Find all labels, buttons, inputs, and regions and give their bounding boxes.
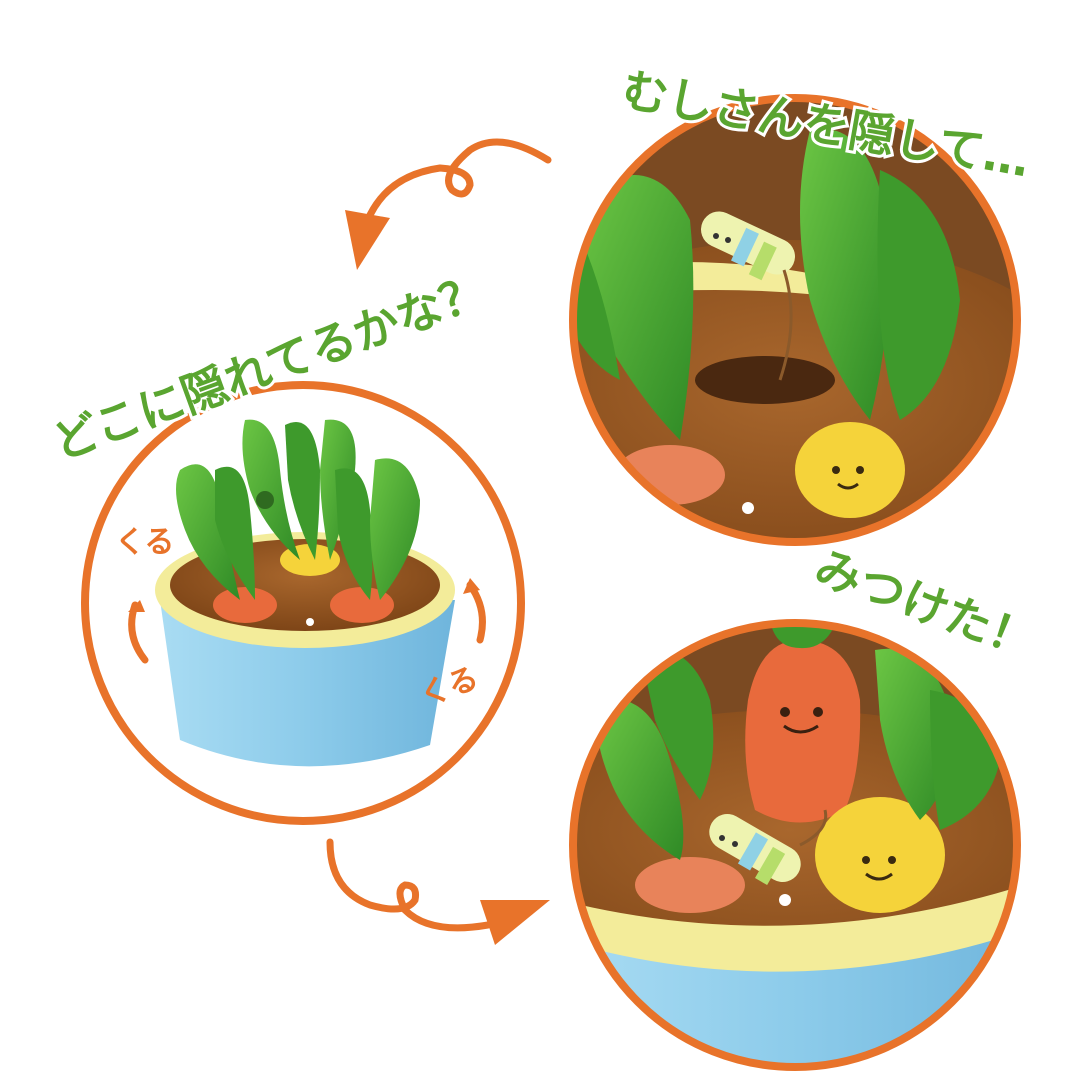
panel-where: くる くる <box>81 381 525 825</box>
rotate-arrow-right-icon <box>463 578 486 644</box>
panel-ring <box>569 94 1021 546</box>
panel-ring <box>81 381 525 825</box>
rotate-arrow-left-icon <box>128 600 149 664</box>
flow-arrow-bottom-icon <box>326 838 550 945</box>
flow-arrow-top-icon <box>345 138 552 270</box>
rotate-label-left: くる <box>115 525 174 560</box>
bug-toy-icon <box>700 211 796 381</box>
bug-toy-icon <box>709 809 828 886</box>
panel-ring <box>569 619 1021 1071</box>
panel-found <box>569 619 1021 1071</box>
